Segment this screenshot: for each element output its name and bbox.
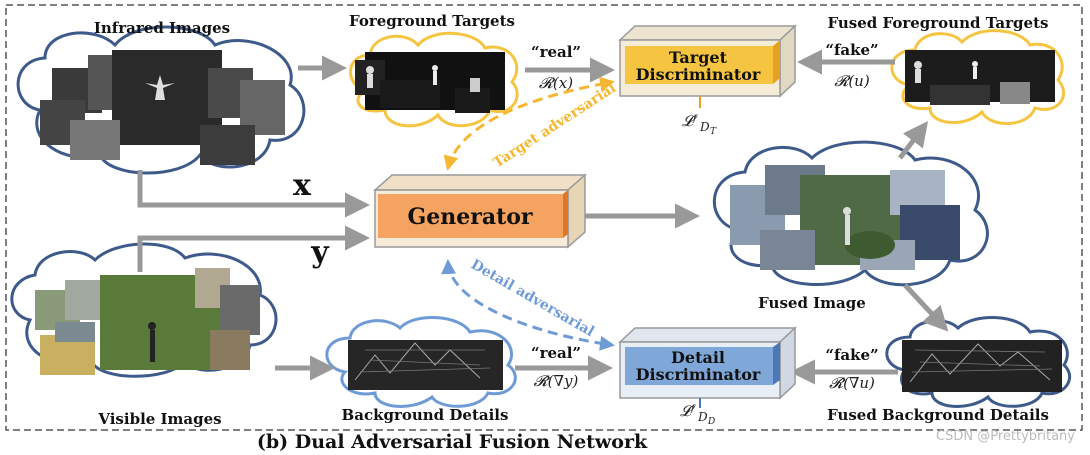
label-background-details: Background Details: [342, 406, 509, 424]
fake-bottom-label: “fake”: [825, 346, 878, 364]
fake-top-label: “fake”: [825, 41, 878, 59]
target-discriminator-line1: Target: [669, 48, 728, 67]
infrared-cloud: [16, 25, 306, 175]
r-grad-u-label: 𝓡̂(∇u): [829, 374, 875, 392]
watermark: CSDN @Prettybritany: [936, 429, 1075, 444]
flow-arrows: [137, 49, 949, 385]
real-top-label: “real”: [531, 43, 581, 61]
r-grad-y-label: 𝓡̂(∇y): [534, 372, 579, 390]
svg-text:D: D: [707, 417, 715, 427]
outer-frame: [5, 4, 1083, 431]
detail-adversarial-arrow: [441, 259, 615, 351]
fused-foreground-targets-cloud: [890, 29, 1065, 125]
label-foreground-targets: Foreground Targets: [349, 12, 515, 30]
label-fused-background-details: Fused Background Details: [827, 406, 1049, 424]
input-x-label: x: [293, 168, 312, 203]
label-visible-images: Visible Images: [97, 410, 221, 428]
foreground-targets-cloud: [349, 31, 519, 128]
r-u-label: 𝓡(u): [834, 72, 870, 90]
label-fused-foreground-targets: Fused Foreground Targets: [828, 14, 1049, 32]
real-bottom-label: “real”: [531, 344, 581, 362]
target-discriminator-block: [618, 24, 797, 98]
background-details-cloud: [325, 316, 517, 408]
r-x-label: 𝓡(x): [539, 74, 573, 92]
generator-label: Generator: [407, 204, 532, 230]
figure-caption: (b) Dual Adversarial Fusion Network: [257, 431, 648, 453]
label-infrared-images: Infrared Images: [94, 19, 230, 37]
input-y-label: y: [310, 235, 330, 270]
svg-text:𝓛ᶠ: 𝓛ᶠ: [682, 112, 698, 130]
svg-text:D: D: [697, 410, 708, 424]
svg-text:T: T: [710, 127, 717, 137]
target-discriminator-line2: Discriminator: [636, 65, 761, 84]
svg-text:𝓛ᶠ: 𝓛ᶠ: [680, 402, 696, 420]
target-adversarial-arrow: [443, 76, 615, 171]
detail-discriminator-line1: Detail: [671, 348, 725, 367]
label-fused-image: Fused Image: [758, 294, 866, 312]
generator-block: [373, 173, 587, 249]
detail-discriminator-block: [618, 326, 797, 400]
svg-text:D: D: [699, 120, 710, 134]
fused-image-cloud: [712, 140, 989, 287]
fused-background-details-cloud: [885, 316, 1071, 408]
loss-detail-label: 𝓛ᶠ D D: [680, 402, 715, 427]
visible-images-cloud: [10, 242, 278, 378]
detail-discriminator-line2: Discriminator: [636, 365, 761, 384]
loss-target-label: 𝓛ᶠ D T: [682, 112, 717, 137]
